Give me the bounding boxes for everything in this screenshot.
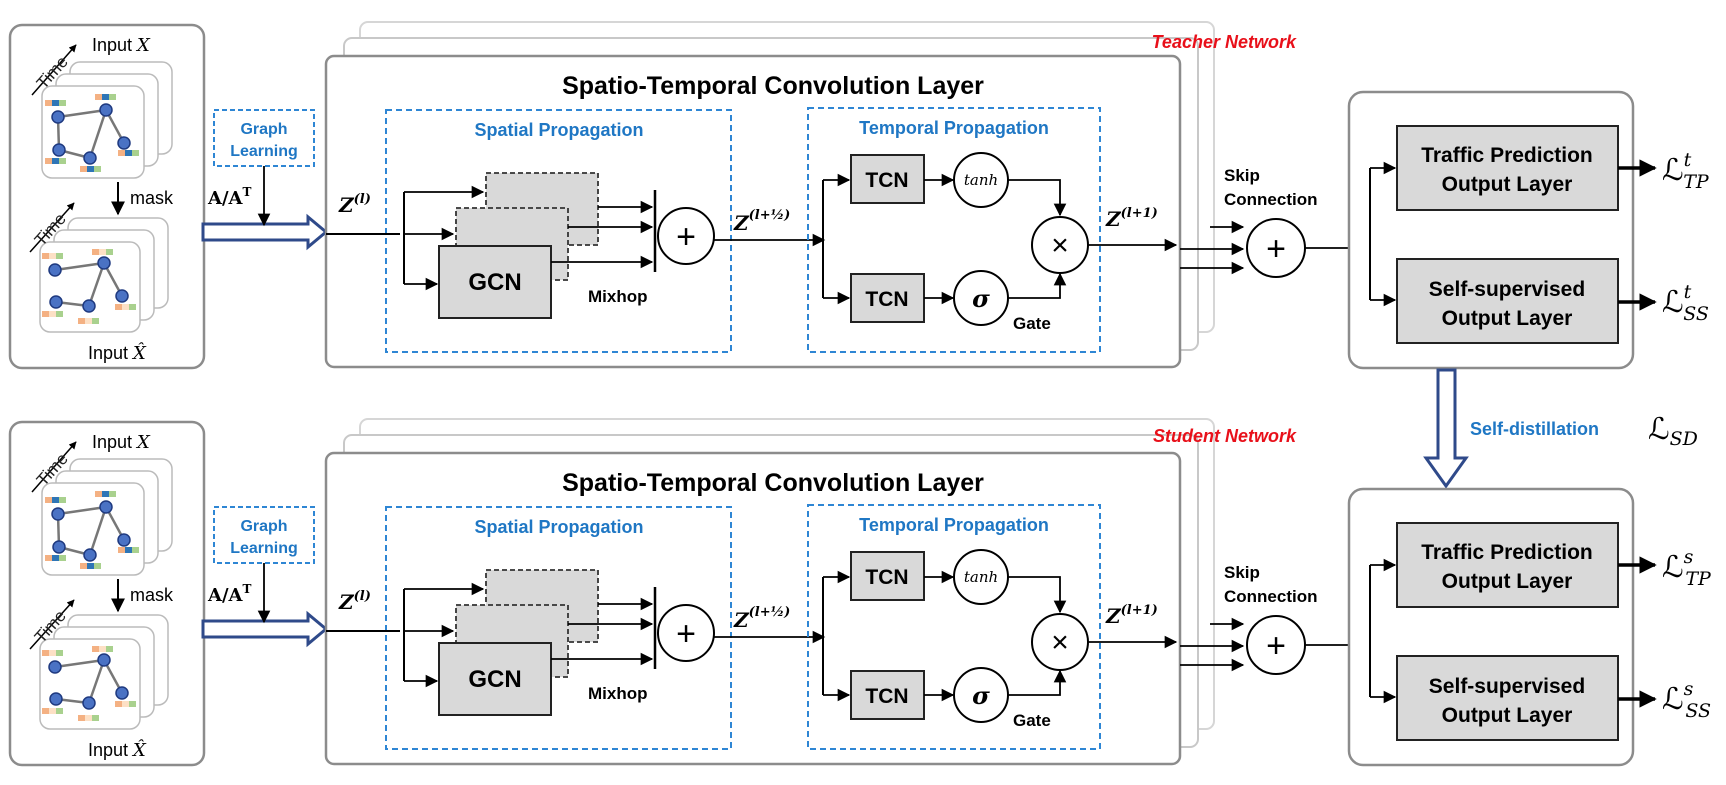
time-arrow <box>31 44 77 96</box>
tcn-filter-label: TCN <box>865 169 908 192</box>
adjacency-label: A/AT <box>207 185 252 209</box>
traffic-prediction-output-layer <box>1396 125 1619 211</box>
tcn-filter <box>850 551 925 601</box>
network-label: Teacher Network <box>1152 32 1297 52</box>
selfsup-label-1: Self-supervised <box>1429 278 1585 301</box>
stcl-title: Spatio-Temporal Convolution Layer <box>562 469 984 497</box>
graph-learning-box <box>213 506 315 564</box>
adjacency-label: A/AT <box>207 582 252 606</box>
sum-symbol: + <box>676 218 696 256</box>
skip-sum-symbol: + <box>1266 230 1286 268</box>
spatial-propagation-box <box>385 109 732 353</box>
skip-sum-symbol: + <box>1266 627 1286 665</box>
gate-label: Gate <box>1013 314 1051 333</box>
graph-learning-box <box>213 109 315 167</box>
sum-node <box>657 207 715 265</box>
gcn-block <box>438 642 552 716</box>
graph-learning-label-1: Graph <box>240 121 287 138</box>
self-supervised-output-layer <box>1396 258 1619 344</box>
graph-learning-label-2: Learning <box>230 540 298 557</box>
traffic-label-1: Traffic Prediction <box>1421 541 1593 564</box>
z-next-label: Z(l+1) <box>1105 603 1158 628</box>
traffic-label-2: Output Layer <box>1442 570 1573 593</box>
z-l-label: Z(l) <box>338 589 371 614</box>
sum-node <box>657 604 715 662</box>
gcn-label: GCN <box>468 269 521 296</box>
graph-learning-label-1: Graph <box>240 518 287 535</box>
temporal-title: Temporal Propagation <box>859 118 1049 138</box>
self-supervised-output-layer <box>1396 655 1619 741</box>
tanh-label: tanh <box>964 568 998 586</box>
network-label: Student Network <box>1153 426 1297 446</box>
spatial-propagation-box <box>385 506 732 750</box>
skip-label-1: Skip <box>1224 563 1260 582</box>
z-l-label: Z(l) <box>338 192 371 217</box>
input-xhat-label: Input X̂ <box>88 342 147 364</box>
input-graph-stack <box>41 61 173 179</box>
tcn-gate-label: TCN <box>865 685 908 708</box>
mixhop-label: Mixhop <box>588 287 648 306</box>
tanh-label: tanh <box>964 171 998 189</box>
z-half-label: Z(l+½) <box>733 605 790 632</box>
selfsup-label-2: Output Layer <box>1442 307 1573 330</box>
sigma-label: σ <box>972 284 990 313</box>
graph-nodes <box>45 94 139 172</box>
self-distillation-arrow <box>1423 368 1469 489</box>
tcn-filter <box>850 154 925 204</box>
skip-label-1: Skip <box>1224 166 1260 185</box>
tcn-gate-label: TCN <box>865 288 908 311</box>
sigma-label: σ <box>972 681 990 710</box>
input-xhat-label: Input X̂ <box>88 739 147 761</box>
temporal-propagation-box <box>807 107 1101 353</box>
mask-label: mask <box>130 585 174 605</box>
graph-learning-label-2: Learning <box>230 143 298 160</box>
input-x-label: Input X <box>92 432 151 453</box>
temporal-title: Temporal Propagation <box>859 515 1049 535</box>
teacher-network: Time Input X mask Time Input X̂ <box>8 21 1710 370</box>
stcl-title: Spatio-Temporal Convolution Layer <box>562 72 984 100</box>
traffic-prediction-output-layer <box>1396 522 1619 608</box>
time-arrow-masked <box>29 202 75 253</box>
loss-sd: ℒSD <box>1648 412 1698 450</box>
skip-label-2: Connection <box>1224 190 1318 209</box>
input-graph-stack <box>41 458 173 576</box>
time-arrow <box>31 441 77 493</box>
spatial-title: Spatial Propagation <box>474 517 643 537</box>
selfsup-label-1: Self-supervised <box>1429 675 1585 698</box>
gate-label: Gate <box>1013 711 1051 730</box>
product-symbol: × <box>1051 626 1069 659</box>
student-network: Time Input X mask Time Input X̂ <box>8 418 1712 767</box>
traffic-label-2: Output Layer <box>1442 173 1573 196</box>
gcn-block <box>438 245 552 319</box>
masked-graph-stack <box>39 614 169 730</box>
temporal-propagation-box <box>807 504 1101 750</box>
z-next-label: Z(l+1) <box>1105 206 1158 231</box>
tcn-gate <box>850 273 925 323</box>
self-distillation-label: Self-distillation <box>1470 419 1599 439</box>
tcn-gate <box>850 670 925 720</box>
spatial-title: Spatial Propagation <box>474 120 643 140</box>
input-x-label: Input X <box>92 35 151 56</box>
input-flow-arrow <box>201 610 329 648</box>
time-arrow-masked <box>29 599 75 650</box>
tcn-filter-label: TCN <box>865 566 908 589</box>
mask-label: mask <box>130 188 174 208</box>
mixhop-label: Mixhop <box>588 684 648 703</box>
masked-graph-stack <box>39 217 169 333</box>
gcn-label: GCN <box>468 666 521 693</box>
traffic-label-1: Traffic Prediction <box>1421 144 1593 167</box>
product-symbol: × <box>1051 229 1069 262</box>
selfsup-label-2: Output Layer <box>1442 704 1573 727</box>
sum-symbol: + <box>676 615 696 653</box>
skip-label-2: Connection <box>1224 587 1318 606</box>
input-flow-arrow <box>201 213 329 251</box>
z-half-label: Z(l+½) <box>733 208 790 235</box>
